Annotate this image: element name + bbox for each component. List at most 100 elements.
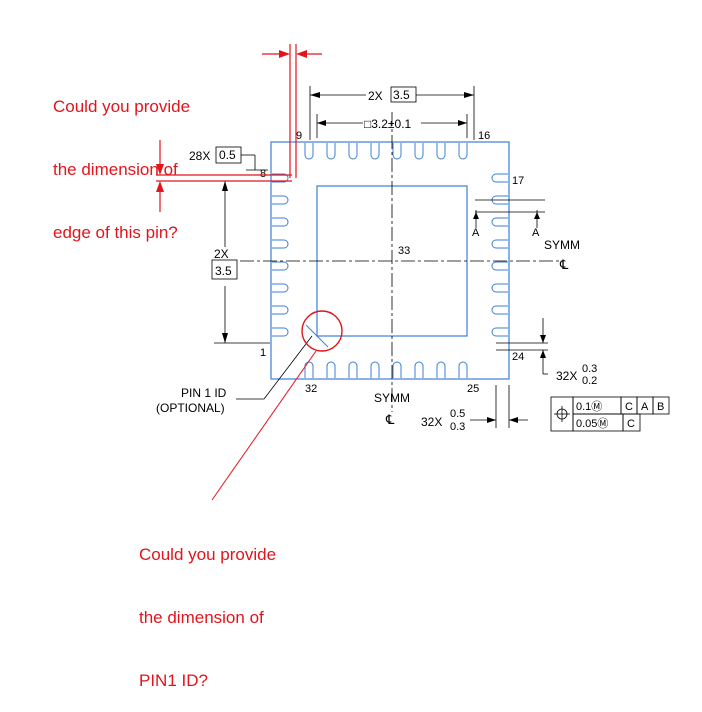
pin1-id-label: PIN 1 ID [181,386,227,400]
qfn-package-drawing: 2X 3.5 □3.2±0.1 9 16 17 8 1 24 32 25 33 … [156,44,670,501]
symm-right-label: SYMM [544,238,580,252]
fcf-datum-c-1: C [625,401,633,413]
pad-width-top: 0.3 [582,363,597,375]
question-pin-edge-line3: edge of this pin? [53,223,178,242]
pin-label-25: 25 [467,383,479,395]
red-arrow-right [279,50,290,58]
question-pin1-id-line1: Could you provide [139,545,277,564]
pad-top-14 [414,143,424,160]
pad-width-arrow-bottom [540,350,546,358]
pad-width-arrow-top [540,335,546,343]
pad-bottom-30 [348,361,358,378]
pad-right-21 [491,261,508,271]
top-dim-arrow-right [464,92,474,98]
question-pin-edge: Could you provide the dimension of edge … [53,54,190,264]
centerline-right-symbol: ℄ [559,257,569,272]
pad-width-bottom: 0.2 [582,375,597,387]
pin-label-17: 17 [512,175,524,187]
pin-label-32: 32 [305,383,317,395]
left-dim-arrow-bottom [222,333,228,343]
left-dim-value: 3.5 [215,264,232,278]
pad-left-6 [272,217,289,227]
pin-label-8: 8 [260,168,266,180]
symm-bottom-label: SYMM [374,391,410,405]
pad-length-mult: 32X [421,415,442,429]
question-pin-edge-line2: the dimension of [53,160,178,179]
center-pad-label: 33 [398,245,410,257]
pad-length-arrow-left [487,417,496,423]
left-dim-arrow-top [222,181,228,191]
pad-left-1 [272,327,289,337]
section-a-label-2: A [532,227,540,239]
fcf-datum-b: B [657,401,664,413]
top-dim-mult: 2X [368,89,383,103]
pad-left-8 [272,173,289,183]
pitch-value: 0.5 [219,148,236,162]
pad-left-5 [272,239,289,249]
fcf-datum-c-2: C [627,418,635,430]
fcf-tolerance-1: 0.1Ⓜ [576,400,602,413]
section-a-label-1: A [472,227,480,239]
pad-length-bottom: 0.3 [450,421,465,433]
inner-dim-arrow-right [458,120,467,126]
pitch-mult: 28X [189,149,210,163]
pin-label-1: 1 [260,347,266,359]
pin-label-9: 9 [296,130,302,142]
pad-right-23 [491,305,508,315]
pad-top-11 [348,143,358,160]
inner-dim-arrow-left [317,120,326,126]
pad-right-19 [491,217,508,227]
question-pin1-id-line2: the dimension of [139,608,264,627]
pad-width-mult: 32X [556,369,577,383]
pad-top-12 [370,143,380,160]
fcf-datum-a: A [641,401,649,413]
pad-right-17 [491,173,508,183]
pad-bottom-26 [436,361,446,378]
fcf-tolerance-2: 0.05Ⓜ [576,417,608,430]
question-pin1-id-line3: PIN1 ID? [139,671,208,690]
pin1-id-leader [236,335,313,400]
centerline-bottom-symbol: ℄ [385,412,395,427]
question-pin-edge-line1: Could you provide [53,97,191,116]
pad-top-15 [436,143,446,160]
red-leader-pin1 [211,350,317,501]
pin1-id-optional: (OPTIONAL) [156,401,225,415]
pad-right-24 [491,327,508,337]
left-dimension [211,180,270,344]
pad-top-10 [326,143,336,160]
red-circle-pin1 [301,310,343,352]
pad-bottom-31 [326,361,336,378]
top-dim-value: 3.5 [393,88,410,102]
pad-length-top: 0.5 [450,408,465,420]
feature-control-frame [550,396,670,432]
top-dim-arrow-left [310,92,320,98]
red-arrow-left [296,50,307,58]
pad-left-7 [272,195,289,205]
package-outline [270,141,510,380]
pad-bottom-28 [392,361,402,378]
section-a-arrow-left [473,212,479,219]
pad-top-16 [458,143,468,160]
pad-bottom-29 [370,361,380,378]
pad-left-4 [272,261,289,271]
pad-right-20 [491,239,508,249]
red-arrow-down [156,164,164,175]
left-dim-mult: 2X [214,247,229,261]
pad-left-3 [272,283,289,293]
pin-label-16: 16 [478,130,490,142]
pad-top-9 [304,143,314,160]
pad-right-22 [491,283,508,293]
pin1-chamfer [305,324,329,348]
pin-label-24: 24 [512,351,524,363]
pad-left-2 [272,305,289,315]
section-a-arrow-right [534,212,540,219]
pad-top-13 [392,143,402,160]
pad-length-arrow-right [509,417,518,423]
question-pin1-id: Could you provide the dimension of PIN1 … [139,502,276,712]
inner-square-label: □3.2±0.1 [364,117,412,131]
section-a-markers [475,199,548,375]
red-arrow-up [156,181,164,192]
pad-bottom-27 [414,361,424,378]
pin-pads [272,143,508,378]
pad-bottom-25 [458,361,468,378]
